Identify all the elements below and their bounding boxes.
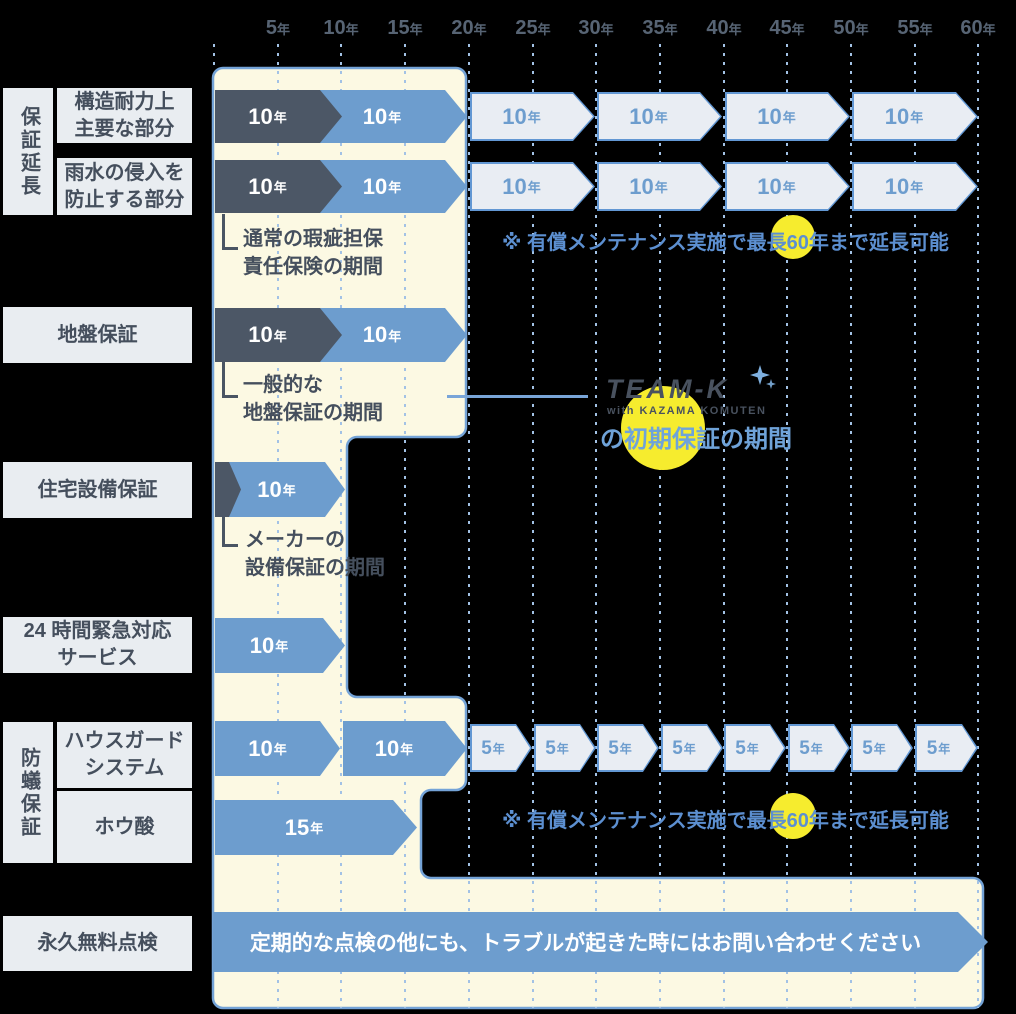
gridline-15y (404, 44, 406, 1008)
category-equipment-warranty: 住宅設備保証 (3, 462, 192, 518)
gridline-25y (532, 44, 534, 1008)
category-emergency-service: 24 時間緊急対応サービス (3, 617, 192, 673)
maintenance-note-top: ※ 有償メンテナンス実施で最長60年まで延長可能 (502, 232, 949, 254)
category-structural-parts: 構造耐力上主要な部分 (57, 88, 192, 143)
team-k-caption: の初期保証の期間 (600, 426, 792, 453)
category-ground-warranty: 地盤保証 (3, 307, 192, 363)
gridline-10y (340, 44, 342, 1008)
bracket-general-ground (222, 362, 238, 398)
category-permanent-inspection: 永久無料点検 (3, 916, 192, 971)
manufacturer-label: メーカーの設備保証の期間 (245, 529, 385, 579)
team-k-connector-line (447, 395, 588, 398)
gridline-45y (786, 44, 788, 1008)
maintenance-note-bottom: ※ 有償メンテナンス実施で最長60年まで延長可能 (502, 810, 949, 832)
category-termite-warranty: 防蟻保証 (3, 722, 53, 863)
general-ground-label: 一般的な地盤保証の期間 (243, 374, 383, 424)
tick-15y: 15年 (387, 17, 423, 39)
tick-35y: 35年 (642, 17, 678, 39)
highlight-circle-60y-top (771, 215, 815, 259)
gridline-30y (595, 44, 597, 1008)
gridline-35y (659, 44, 661, 1008)
category-warranty-extension: 保証延長 (3, 88, 53, 215)
tick-45y: 45年 (769, 17, 805, 39)
team-k-subtitle: with KAZAMA KOMUTEN (607, 405, 767, 417)
highlight-circle-team-k (621, 386, 705, 470)
tick-40y: 40年 (706, 17, 742, 39)
gridline-60y (977, 44, 979, 1008)
tick-60y: 60年 (960, 17, 996, 39)
gridline-40y (723, 44, 725, 1008)
category-rainwater-parts: 雨水の侵入を防止する部分 (57, 158, 192, 215)
tick-10y: 10年 (323, 17, 359, 39)
category-houseguard-system: ハウスガードシステム (57, 722, 192, 788)
gridline-0y (213, 44, 215, 68)
sparkle-icon (750, 365, 776, 389)
gridline-50y (850, 44, 852, 1008)
bracket-manufacturer (222, 517, 238, 547)
tick-55y: 55年 (897, 17, 933, 39)
tick-50y: 50年 (833, 17, 869, 39)
defect-insurance-label: 通常の瑕疵担保責任保険の期間 (243, 228, 383, 278)
team-k-logo: TEAM-K (606, 374, 729, 404)
gridline-55y (914, 44, 916, 1008)
highlight-circle-60y-bottom (770, 793, 816, 839)
category-boric-acid: ホウ酸 (57, 791, 192, 863)
bracket-defect-insurance (222, 214, 238, 250)
permanent-inspection-arrow: 定期的な点検の他にも、トラブルが起きた時にはお問い合わせください (213, 912, 988, 972)
tick-25y: 25年 (515, 17, 551, 39)
tick-30y: 30年 (578, 17, 614, 39)
tick-5y: 5年 (265, 17, 291, 39)
gridline-20y (468, 44, 470, 1008)
gridline-5y (277, 44, 279, 1008)
tick-20y: 20年 (451, 17, 487, 39)
